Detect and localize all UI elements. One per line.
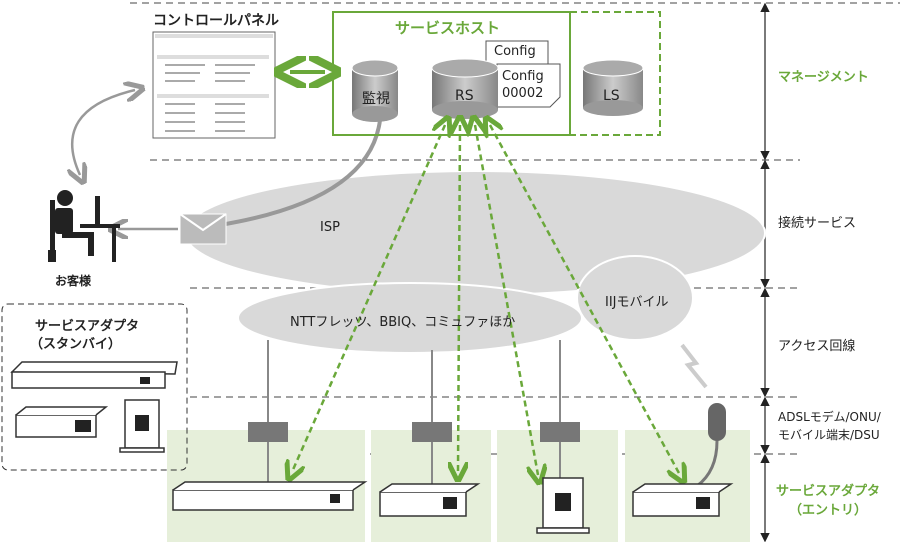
- customer-icon: [48, 190, 120, 262]
- standby-subtitle: （スタンバイ）: [30, 337, 122, 352]
- config-label-2: Config 00002: [502, 69, 544, 101]
- config-documents: [485, 40, 561, 108]
- mobile-terminal: [708, 403, 726, 441]
- mobile-signal-icon: [680, 343, 708, 389]
- control-panel-title: コントロールパネル: [153, 13, 279, 29]
- mobile-label: IIJモバイル: [605, 295, 669, 310]
- layer-label-modem: ADSLモデム/ONU/ モバイル端末/DSU: [778, 410, 881, 442]
- standby-title: サービスアダプタ: [35, 319, 140, 334]
- device-ports: [75, 377, 710, 511]
- customer-label: お客様: [55, 274, 92, 288]
- envelope-icon: [179, 213, 227, 245]
- isp-label: ISP: [320, 220, 340, 235]
- config-arrows: [292, 125, 680, 475]
- devices: [10, 361, 734, 534]
- layer-label-access: アクセス回線: [778, 339, 856, 354]
- layer-label-connection: 接続サービス: [778, 216, 857, 231]
- rs-label: RS: [455, 88, 474, 104]
- control-panel-screenshot: [152, 31, 276, 139]
- config-label-1: Config: [494, 44, 536, 59]
- access-label: NTTフレッツ、BBIQ、コミュファほか: [290, 315, 516, 330]
- monitor-label: 監視: [362, 91, 390, 107]
- layer-label-entry: サービスアダプタ （エントリ）: [776, 484, 881, 518]
- ls-label: LS: [603, 88, 620, 104]
- service-host-title: サービスホスト: [395, 19, 501, 37]
- layer-label-management: マネージメント: [778, 70, 869, 85]
- standby-box: [1, 303, 188, 471]
- database-rs: [431, 58, 499, 119]
